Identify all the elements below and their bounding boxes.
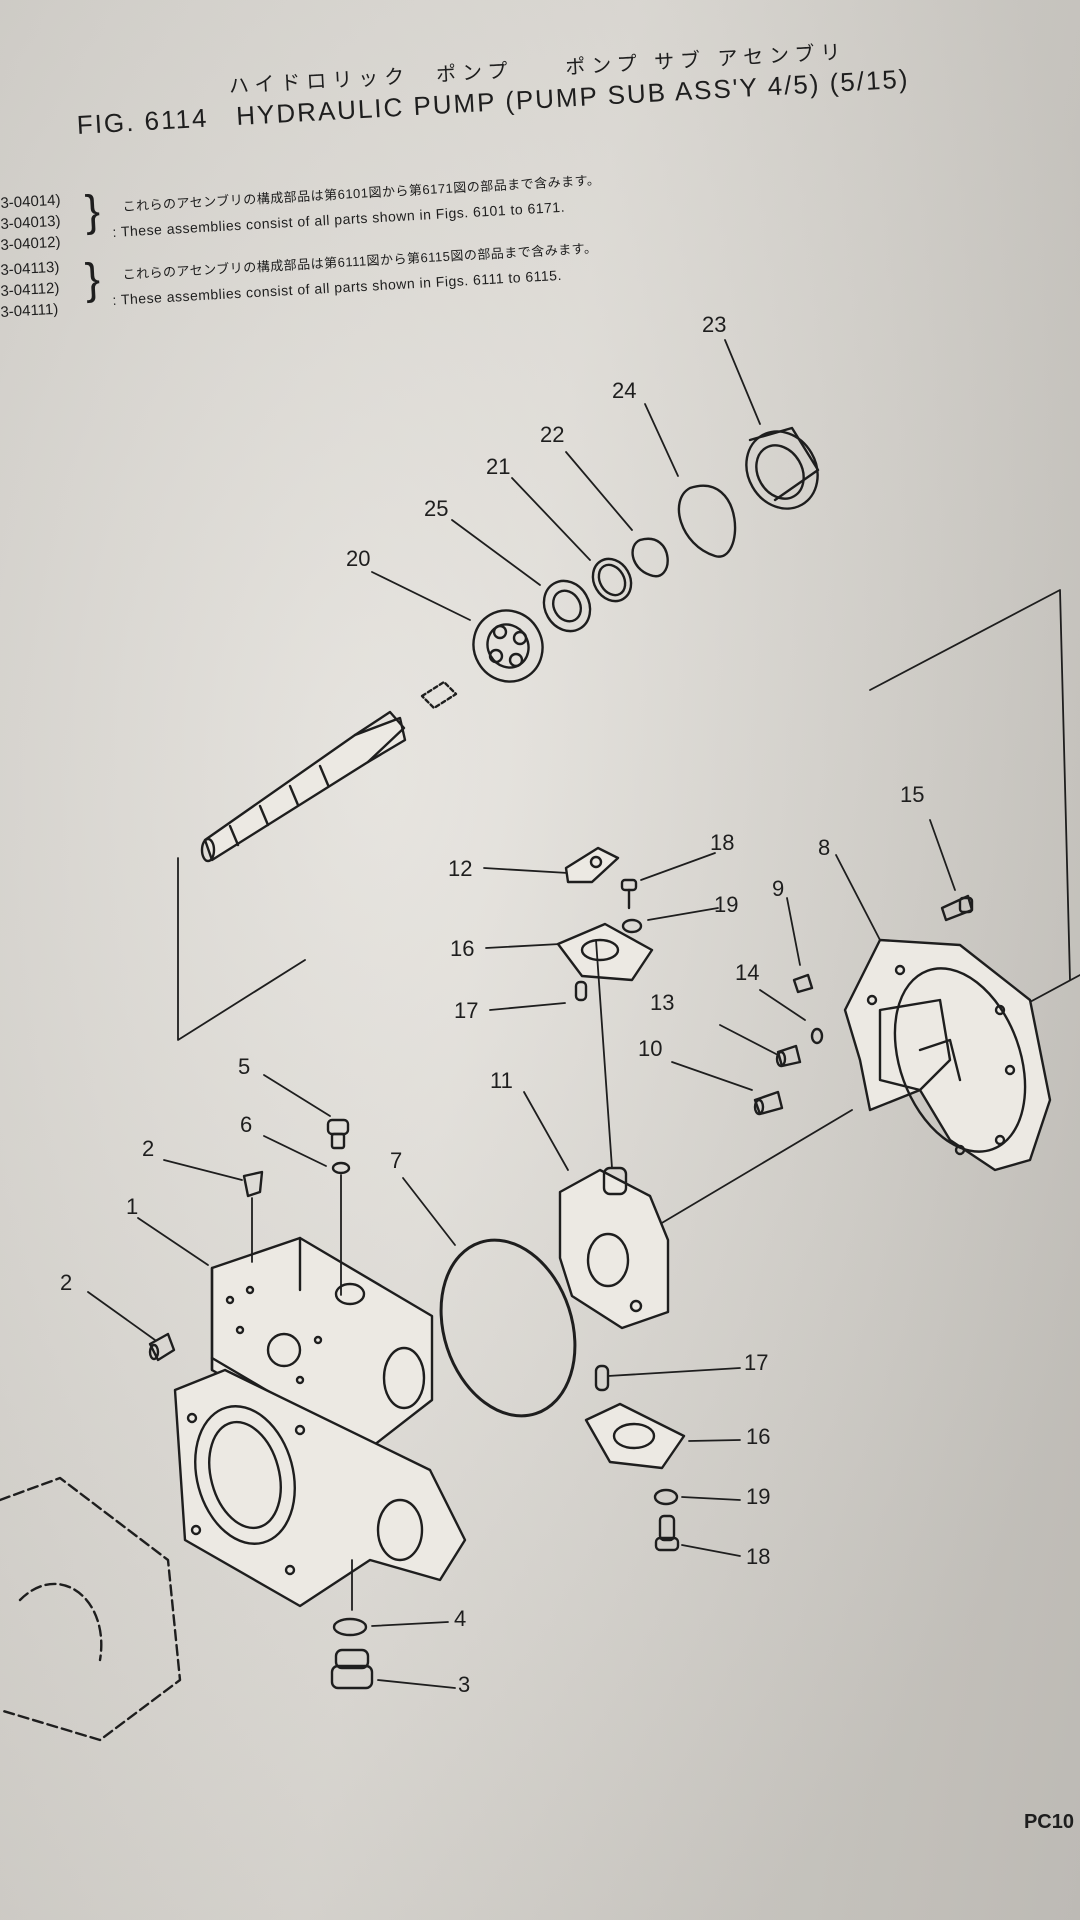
o-ring-4 bbox=[332, 1617, 368, 1637]
part-callout-18: 18 bbox=[746, 1544, 771, 1569]
part-callout-6: 6 bbox=[240, 1112, 253, 1137]
part-callout-23: 23 bbox=[702, 312, 727, 337]
plug-5 bbox=[326, 1118, 350, 1150]
oil-seal-23 bbox=[745, 426, 820, 510]
drive-shaft bbox=[200, 710, 407, 863]
part-callout-7: 7 bbox=[390, 1148, 403, 1173]
part-callout-22: 22 bbox=[540, 422, 565, 447]
bearing-20 bbox=[472, 609, 544, 683]
pin-17-bottom bbox=[594, 1364, 610, 1392]
plug-13 bbox=[775, 1044, 802, 1068]
plate-11 bbox=[558, 1166, 670, 1330]
snap-ring-22 bbox=[631, 537, 669, 578]
boundary-lines bbox=[177, 589, 1080, 1231]
part-callout-11: 11 bbox=[490, 1068, 513, 1093]
part-callout-16: 16 bbox=[450, 936, 475, 961]
part-callout-8: 8 bbox=[818, 835, 831, 860]
bolt-18-bottom bbox=[654, 1514, 680, 1552]
part-callout-5: 5 bbox=[238, 1054, 251, 1079]
assembly-line bbox=[595, 939, 613, 1169]
snap-ring-24 bbox=[677, 484, 737, 558]
part-callout-16: 16 bbox=[746, 1424, 771, 1449]
plug-9 bbox=[792, 973, 814, 994]
plug-2-left bbox=[148, 1332, 176, 1362]
bolt-15 bbox=[940, 894, 974, 922]
part-callout-9: 9 bbox=[772, 876, 785, 901]
plate-16-top bbox=[556, 922, 654, 982]
part-callout-20: 20 bbox=[346, 546, 371, 571]
part-callout-2: 2 bbox=[60, 1270, 73, 1295]
part-callout-17: 17 bbox=[454, 998, 479, 1023]
o-ring-14 bbox=[810, 1027, 824, 1045]
part-callout-18: 18 bbox=[710, 830, 735, 855]
part-callout-12: 12 bbox=[448, 856, 473, 881]
plate-16-bottom bbox=[584, 1402, 686, 1470]
bolt-18-top bbox=[620, 878, 638, 910]
part-callout-13: 13 bbox=[650, 990, 675, 1015]
shaft-key bbox=[420, 680, 458, 710]
part-callout-21: 21 bbox=[486, 454, 511, 479]
part-callout-2: 2 bbox=[142, 1136, 155, 1161]
plug-2-top bbox=[242, 1170, 264, 1198]
washer-19-top bbox=[621, 918, 643, 934]
washer-19-bottom bbox=[653, 1488, 679, 1506]
part-callout-17: 17 bbox=[744, 1350, 769, 1375]
part-callout-10: 10 bbox=[638, 1036, 663, 1061]
part-callout-3: 3 bbox=[458, 1672, 471, 1697]
part-callout-4: 4 bbox=[454, 1606, 467, 1631]
o-ring-6 bbox=[331, 1161, 351, 1175]
plate-12 bbox=[564, 846, 620, 884]
plug-10 bbox=[753, 1090, 784, 1116]
part-callout-19: 19 bbox=[714, 892, 739, 917]
part-callout-1: 1 bbox=[126, 1194, 139, 1219]
part-callout-24: 24 bbox=[612, 378, 637, 403]
page-code: PC10 bbox=[1023, 1811, 1074, 1833]
part-callout-25: 25 bbox=[424, 496, 449, 521]
part-callout-14: 14 bbox=[735, 960, 760, 985]
o-ring-7 bbox=[439, 1238, 577, 1418]
spacer-25 bbox=[542, 579, 592, 633]
pump-casing bbox=[173, 1368, 467, 1608]
ring-21 bbox=[591, 557, 633, 603]
housing-8 bbox=[843, 938, 1052, 1172]
partial-cover bbox=[0, 1476, 182, 1742]
part-callout-19: 19 bbox=[746, 1484, 771, 1509]
plug-3 bbox=[330, 1648, 374, 1690]
pin-17-top bbox=[574, 980, 588, 1002]
part-callout-15: 15 bbox=[900, 782, 925, 807]
leader-lines bbox=[87, 339, 956, 1689]
